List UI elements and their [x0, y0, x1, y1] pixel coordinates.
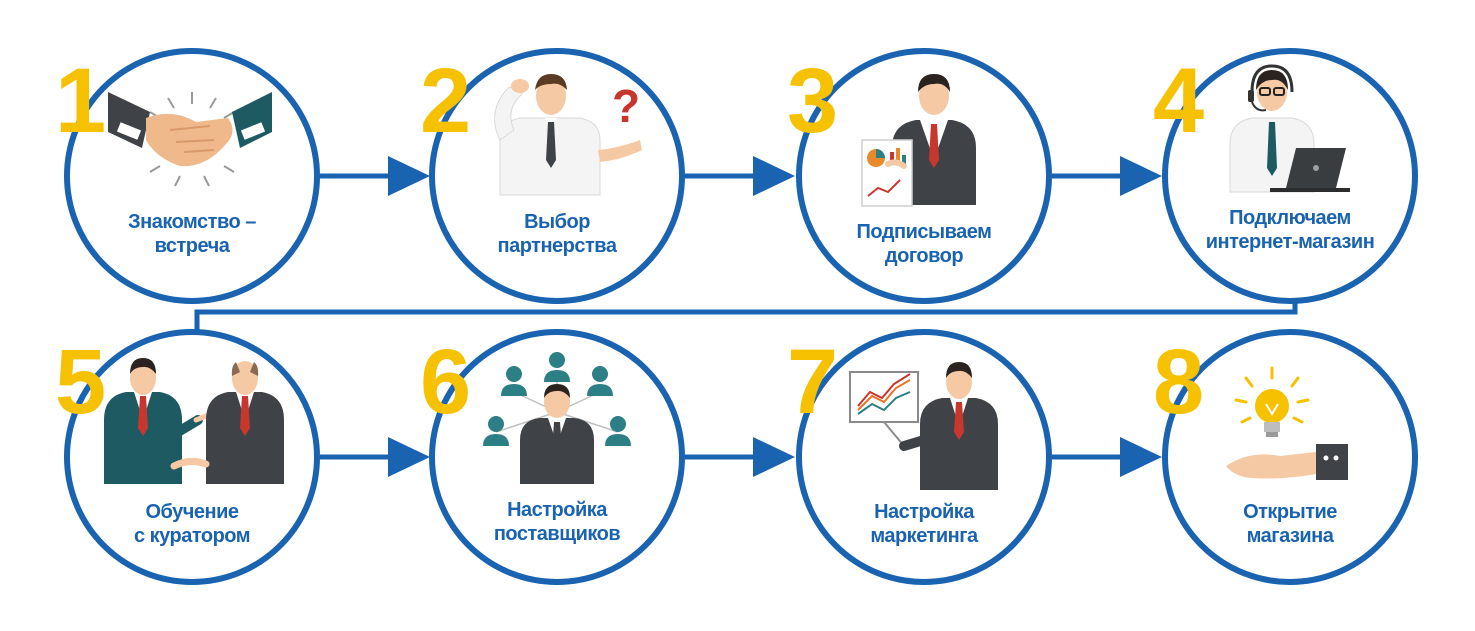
step-number-6: 6 — [420, 331, 471, 433]
step-label-line-2: магазина — [1246, 525, 1334, 547]
step-label-1: Знакомство – встреча — [92, 210, 292, 258]
connector-2-3 — [685, 156, 795, 196]
operator-laptop-icon — [1229, 64, 1350, 193]
step-label-line-2: интернет-магазин — [1205, 231, 1375, 253]
step-label-line-1: Обучение — [145, 501, 239, 523]
handshake-icon — [108, 92, 272, 187]
step-label-6: Настройка поставщиков — [457, 498, 657, 546]
lightbulb-hand-icon — [1226, 366, 1348, 480]
step-label-line-2: поставщиков — [493, 523, 621, 545]
step-label-line-2: договор — [884, 245, 964, 267]
step-label-line-2: встреча — [154, 235, 230, 257]
svg-text:?: ? — [612, 80, 640, 132]
step-number-7: 7 — [787, 331, 838, 433]
step-circle-1 — [64, 48, 320, 304]
step-label-2: Выбор партнерства — [457, 210, 657, 258]
step-number-5: 5 — [55, 331, 106, 433]
step-number-1: 1 — [55, 50, 106, 152]
step-number-2: 2 — [420, 50, 471, 152]
step-label-line-2: маркетинга — [870, 525, 978, 547]
network-people-icon — [483, 352, 631, 484]
connector-3-4 — [1052, 156, 1162, 196]
connector-6-7 — [685, 437, 795, 477]
step-number-4: 4 — [1153, 50, 1204, 152]
step-label-line-1: Настройка — [507, 499, 607, 521]
step-label-line-2: с куратором — [133, 525, 251, 547]
presenting-man-icon — [861, 74, 976, 207]
step-number-8: 8 — [1153, 331, 1204, 433]
thinking-man-icon: ? — [494, 74, 642, 196]
step-label-3: Подписываем договор — [824, 220, 1024, 268]
step-label-line-1: Подключаем — [1229, 207, 1351, 229]
connector-1-2 — [320, 156, 430, 196]
chart-presenter-icon — [849, 362, 998, 490]
step-label-line-2: партнерства — [497, 235, 617, 257]
step-label-8: Открытие магазина — [1190, 500, 1390, 548]
step-label-line-1: Знакомство – — [128, 211, 256, 233]
two-men-talking-icon — [104, 358, 284, 484]
connector-7-8 — [1052, 437, 1162, 477]
step-label-5: Обучение с куратором — [92, 500, 292, 548]
connector-4-5 — [177, 293, 1298, 378]
step-number-3: 3 — [787, 50, 838, 152]
step-label-line-1: Выбор — [524, 211, 590, 233]
step-label-7: Настройка маркетинга — [824, 500, 1024, 548]
step-label-line-1: Настройка — [874, 501, 974, 523]
connector-5-6 — [320, 437, 430, 477]
step-label-4: Подключаем интернет-магазин — [1190, 206, 1390, 254]
step-label-line-1: Подписываем — [856, 221, 992, 243]
step-label-line-1: Открытие — [1243, 501, 1337, 523]
